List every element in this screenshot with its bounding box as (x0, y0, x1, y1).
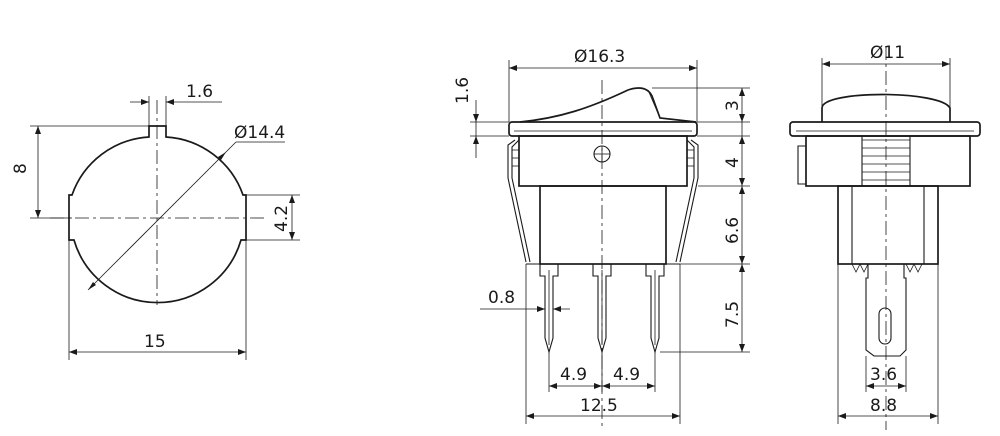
switch-base (539, 185, 667, 265)
dim-end-base-width: 8.8 (870, 396, 897, 416)
dim-outer-diameter: Ø14.4 (234, 123, 285, 143)
front-view: 1.6 Ø14.4 8 4.2 15 (11, 82, 300, 360)
dim-terminal-thickness: 0.8 (488, 288, 515, 308)
dim-terminal-length: 7.5 (723, 301, 743, 328)
dim-bezel-diameter: Ø16.3 (574, 47, 625, 67)
dim-flange-thickness: 1.6 (453, 77, 473, 104)
end-flange (789, 121, 981, 137)
bezel-flange (508, 121, 698, 137)
side-view: Ø16.3 1.6 3 4 6.6 7.5 0.8 (453, 47, 750, 430)
dim-height-to-tab: 8 (11, 163, 31, 174)
dim-flat-width: 15 (144, 332, 166, 352)
end-view: Ø11 3.6 8.8 (789, 43, 981, 430)
dim-cap-diameter: Ø11 (870, 43, 905, 63)
left-spring-clip (507, 139, 527, 263)
dim-pitch-left: 4.9 (560, 365, 587, 385)
end-base (837, 185, 939, 265)
dim-base-height: 6.6 (723, 217, 743, 244)
cutout-outline (68, 125, 247, 304)
dim-terminal-width: 3.6 (870, 365, 897, 385)
dim-rocker-height: 3 (723, 100, 743, 111)
dim-pitch-right: 4.9 (613, 365, 640, 385)
dim-body-height: 4 (723, 157, 743, 168)
right-spring-clip (679, 139, 699, 263)
dim-flat-height: 4.2 (272, 205, 292, 232)
dim-base-width: 12.5 (580, 396, 618, 416)
end-terminal (865, 264, 907, 357)
terminal-slot (878, 307, 892, 345)
cap-dome (821, 93, 951, 122)
switch-body (518, 135, 688, 187)
rocker (519, 87, 697, 123)
end-body (805, 135, 971, 187)
dim-tab-width: 1.6 (186, 82, 213, 102)
